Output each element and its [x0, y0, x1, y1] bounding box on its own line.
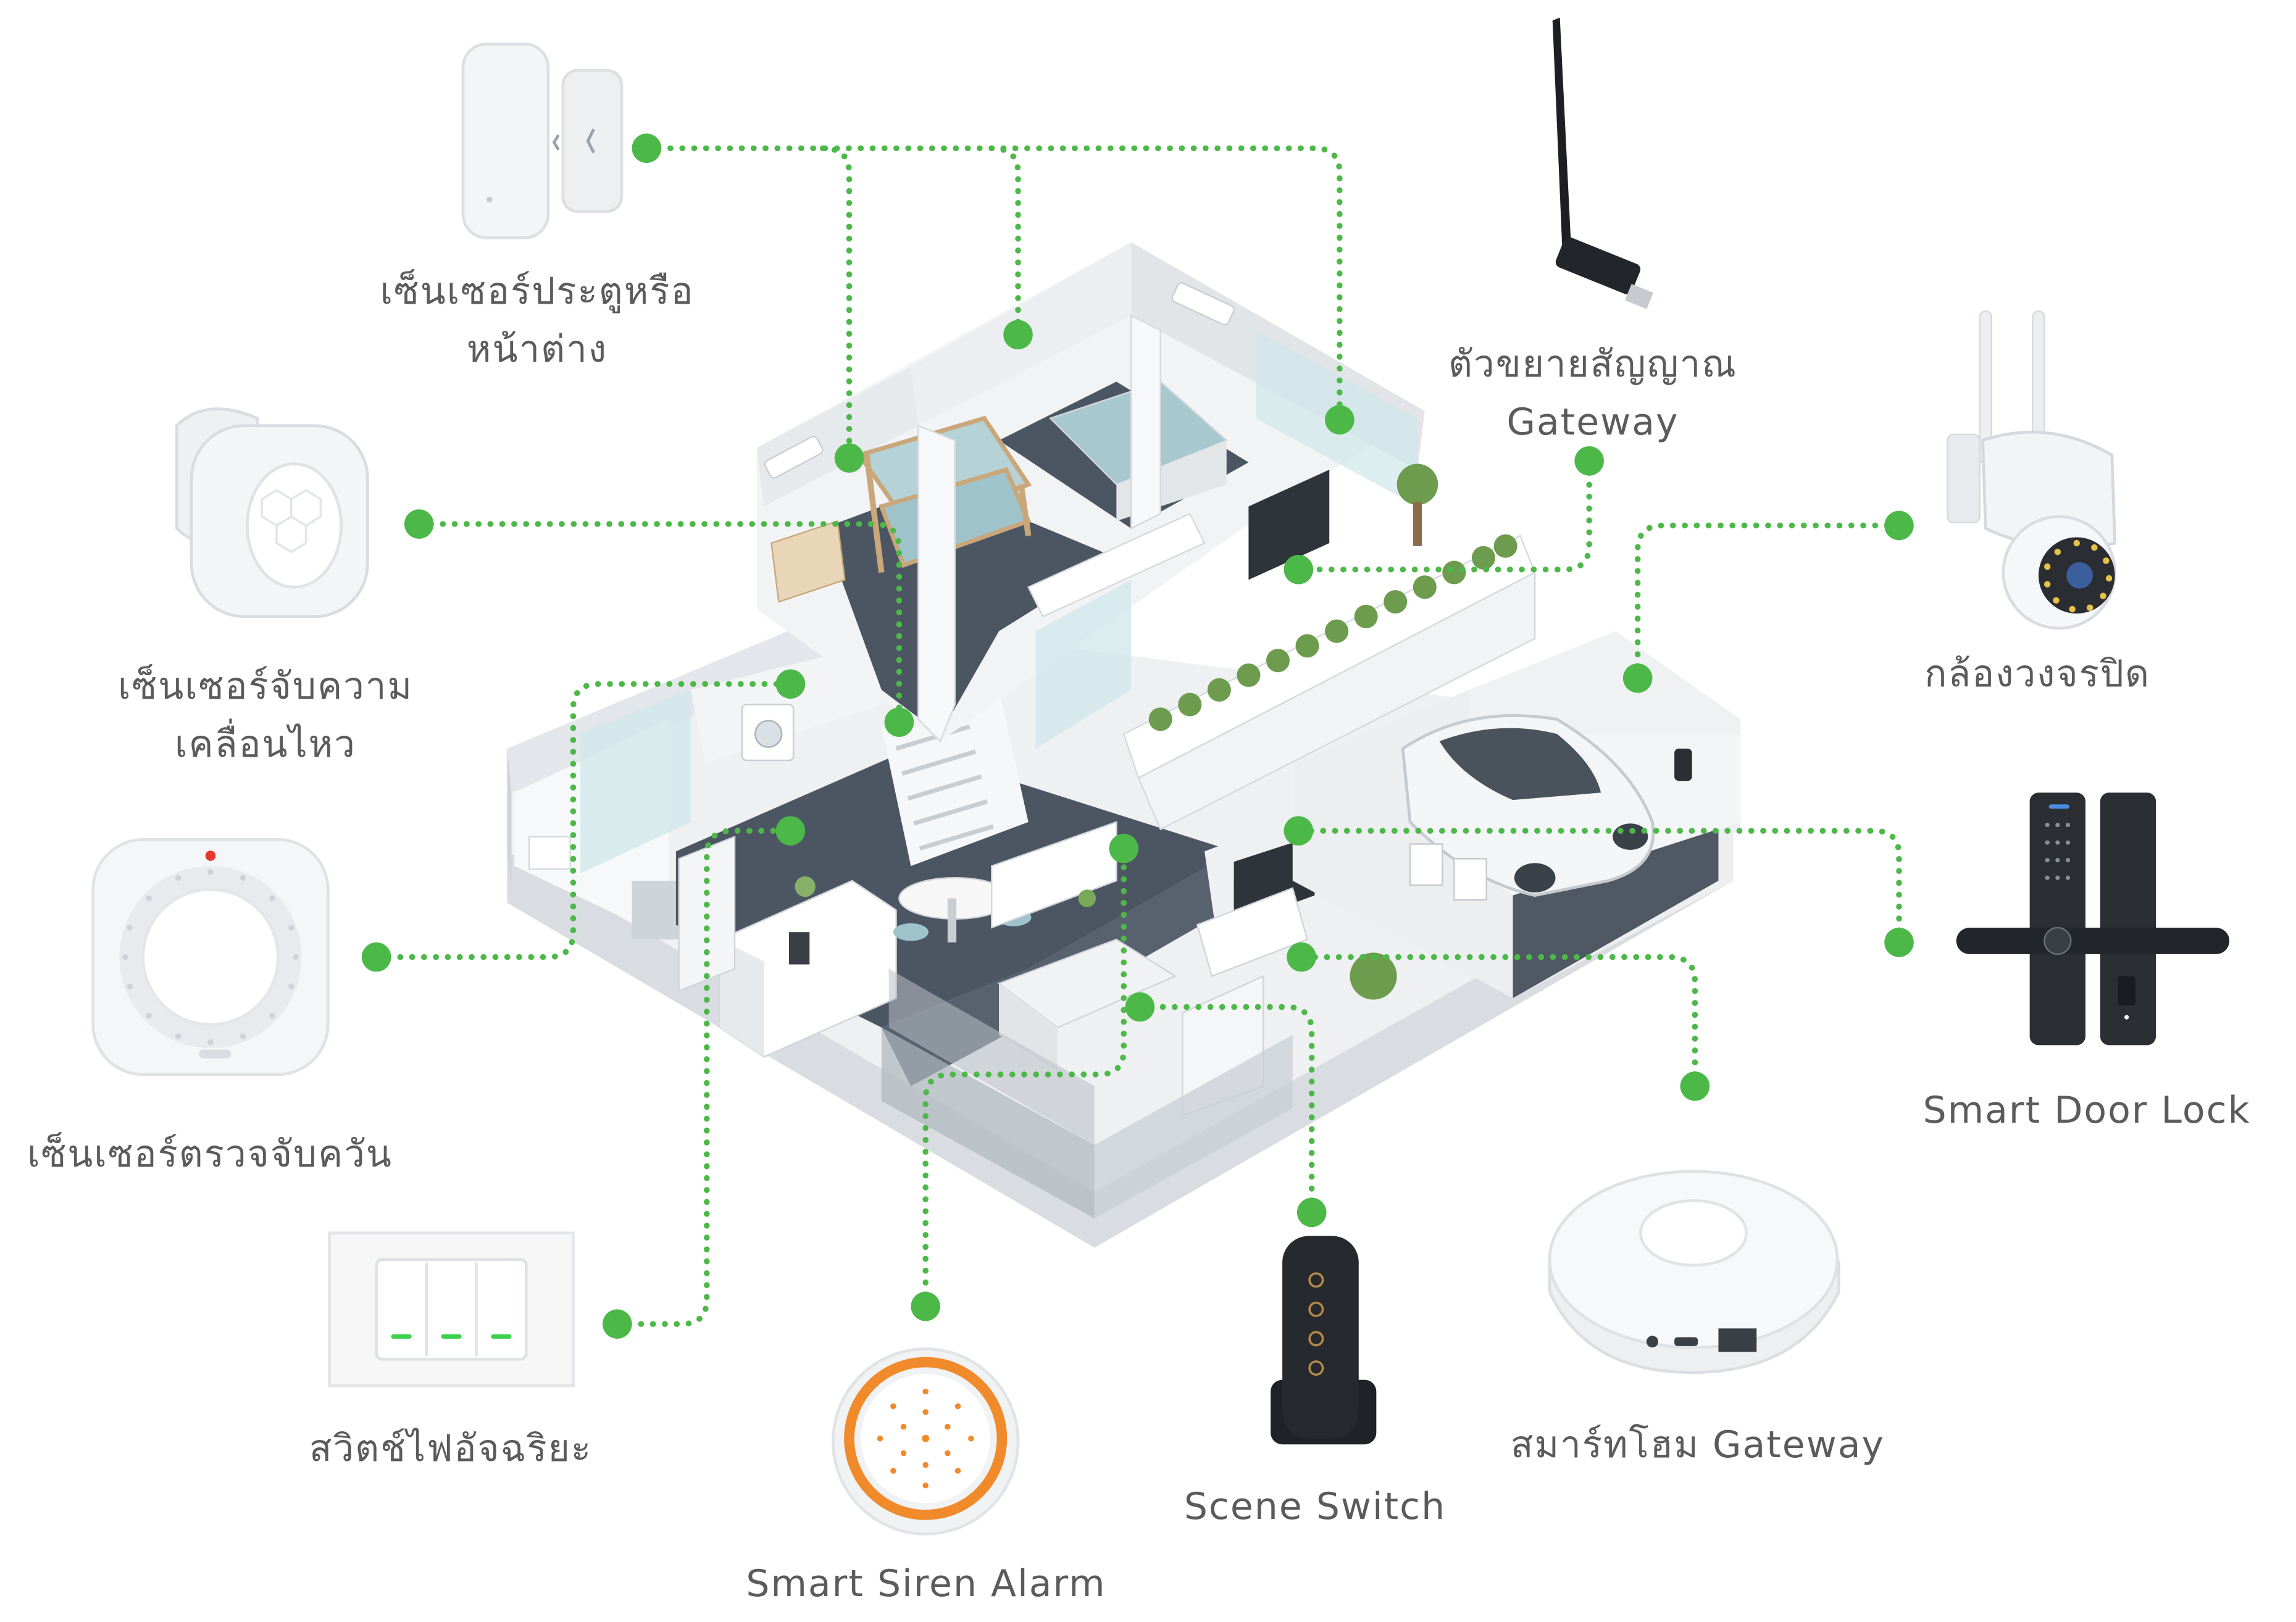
- label-line: กล้องวงจรปิด: [1924, 652, 2150, 696]
- label-smart-switch: สวิตช์ไฟอัจฉริยะ: [290, 1420, 611, 1478]
- label-line: เซ็นเซอร์ตรวจจับควัน: [27, 1133, 393, 1176]
- label-smoke-sensor: เซ็นเซอร์ตรวจจับควัน: [12, 1125, 407, 1183]
- label-siren: Smart Siren Alarm: [710, 1555, 1142, 1613]
- label-repeater: ตัวขยายสัญญาณ Gateway: [1401, 335, 1784, 451]
- label-line: ตัวขยายสัญญาณ: [1448, 343, 1737, 386]
- door-window-sensor-icon: [461, 42, 624, 239]
- label-hub-gateway: สมาร์ทโฮม Gateway: [1457, 1416, 1939, 1474]
- label-smart-door-lock: Smart Door Lock: [1889, 1081, 2284, 1139]
- label-motion-sensor: เซ็นเซอร์จับความ เคลื่อนไหว: [86, 657, 445, 773]
- motion-sensor-icon: [175, 407, 369, 618]
- label-scene-switch: Scene Switch: [1142, 1478, 1488, 1536]
- label-line: เซ็นเซอร์ประตูหรือ: [380, 270, 695, 313]
- label-line: หน้าต่าง: [466, 328, 608, 371]
- cctv-camera-icon: [1947, 310, 2117, 630]
- light-switch-icon: [328, 1231, 575, 1387]
- label-line: สวิตช์ไฟอัจฉริยะ: [309, 1427, 593, 1470]
- label-line: เคลื่อนไหว: [175, 723, 356, 766]
- label-line: Scene Switch: [1183, 1485, 1446, 1528]
- hub-gateway-icon: [1548, 1170, 1840, 1375]
- label-line: Smart Door Lock: [1922, 1089, 2251, 1132]
- label-cctv-camera: กล้องวงจรปิด: [1877, 645, 2198, 703]
- scene-switch-icon: [1271, 1236, 1377, 1445]
- label-line: เซ็นเซอร์จับความ: [117, 665, 414, 708]
- label-line: สมาร์ทโฮม Gateway: [1510, 1423, 1885, 1466]
- connection-lines: [373, 145, 1902, 1327]
- smoke-detector-icon: [91, 838, 330, 1076]
- siren-alarm-icon: [831, 1347, 1020, 1536]
- smart-door-lock-icon: [1956, 792, 2230, 1046]
- label-line: Gateway: [1506, 401, 1679, 444]
- usb-antenna-icon: [1552, 17, 1654, 309]
- label-door-window-sensor: เซ็นเซอร์ประตูหรือ หน้าต่าง: [346, 262, 728, 378]
- connection-endpoints: [361, 133, 1914, 1339]
- label-line: Smart Siren Alarm: [746, 1562, 1106, 1605]
